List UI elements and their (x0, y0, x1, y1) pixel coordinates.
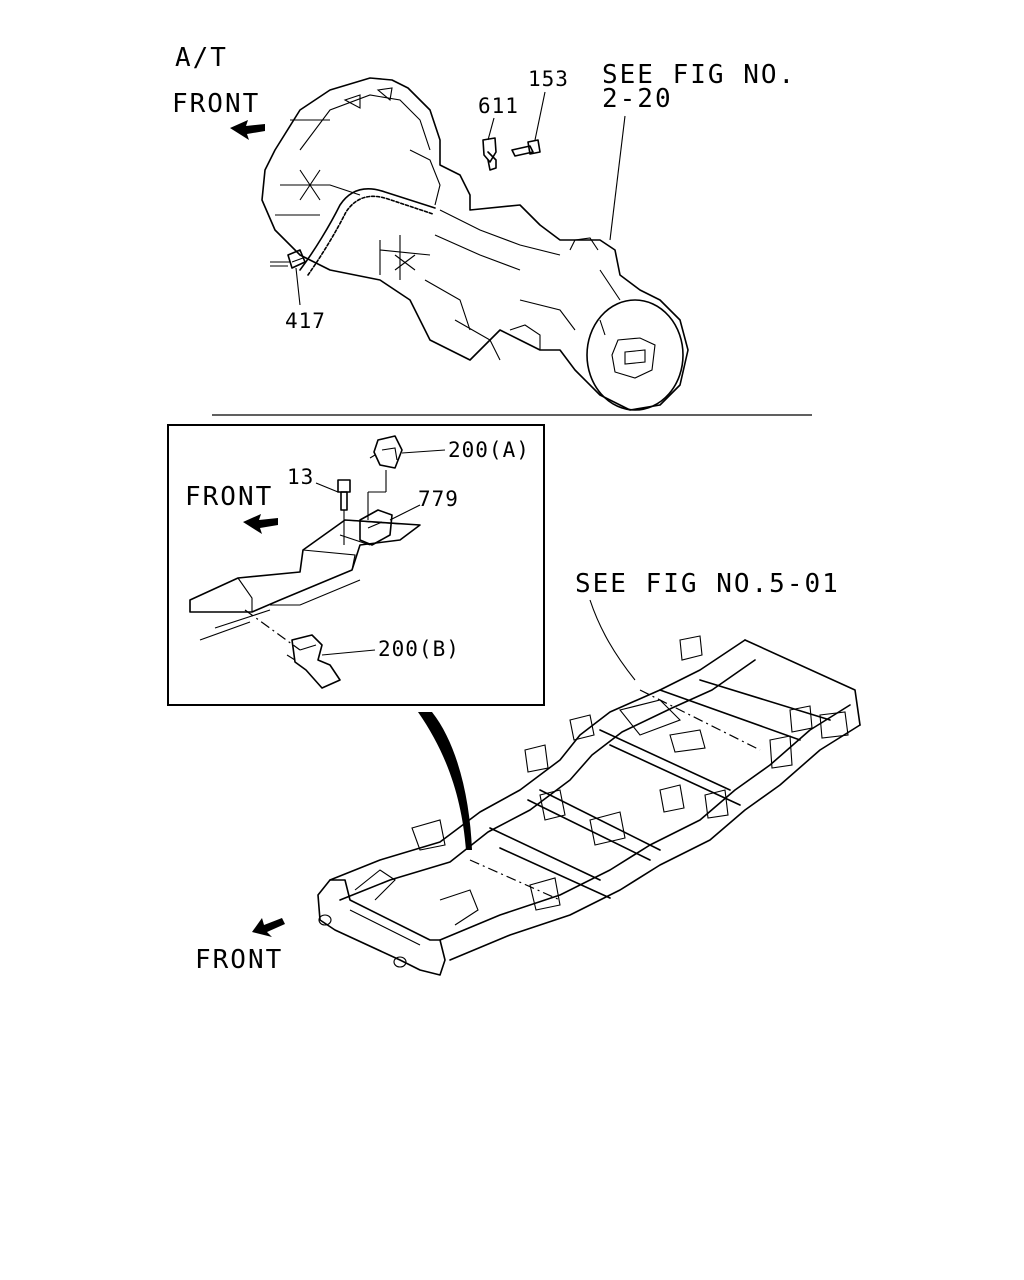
front-label-frame: FRONT (195, 945, 283, 975)
callout-200b: 200(B) (378, 637, 460, 661)
front-label-detail: FRONT (185, 482, 273, 512)
transmission-assembly (261, 77, 689, 411)
see-fig-5-01: SEE FIG NO.5-01 (575, 569, 840, 599)
front-arrow-frame-icon (252, 918, 285, 937)
front-arrow-detail-icon (243, 514, 278, 534)
leader-13 (315, 482, 339, 493)
mount-200b (244, 609, 341, 689)
front-arrow-top-icon (230, 120, 265, 140)
callout-611: 611 (478, 94, 519, 118)
front-label-top: FRONT (172, 89, 260, 119)
mount-200a (369, 435, 403, 469)
callout-200a: 200(A) (448, 438, 530, 462)
callout-13: 13 (287, 465, 314, 489)
leader-417 (295, 267, 301, 306)
callout-779: 779 (418, 487, 459, 511)
leader-611 (487, 117, 495, 141)
leader-see-fig-2-20 (609, 115, 626, 241)
bracket-611 (482, 137, 497, 171)
detail-frame-rail (189, 519, 421, 641)
bolt-13 (337, 479, 351, 545)
leader-200a (401, 449, 446, 454)
see-fig-2-20-line1: SEE FIG NO. (602, 60, 796, 90)
detail-pointer (418, 712, 472, 850)
leader-153 (534, 91, 546, 141)
see-fig-2-20-line2: 2-20 (602, 84, 673, 114)
clip-417 (287, 249, 306, 269)
leader-200b (321, 649, 376, 656)
callout-153: 153 (528, 67, 569, 91)
detail-box (167, 424, 545, 706)
leader-see-fig-5-01 (589, 599, 636, 681)
callout-417: 417 (285, 309, 326, 333)
chassis-frame (317, 635, 861, 976)
variant-label: A/T (175, 43, 228, 73)
bracket-779 (339, 470, 393, 546)
leader-779 (389, 504, 421, 521)
bolt-153 (511, 139, 541, 157)
